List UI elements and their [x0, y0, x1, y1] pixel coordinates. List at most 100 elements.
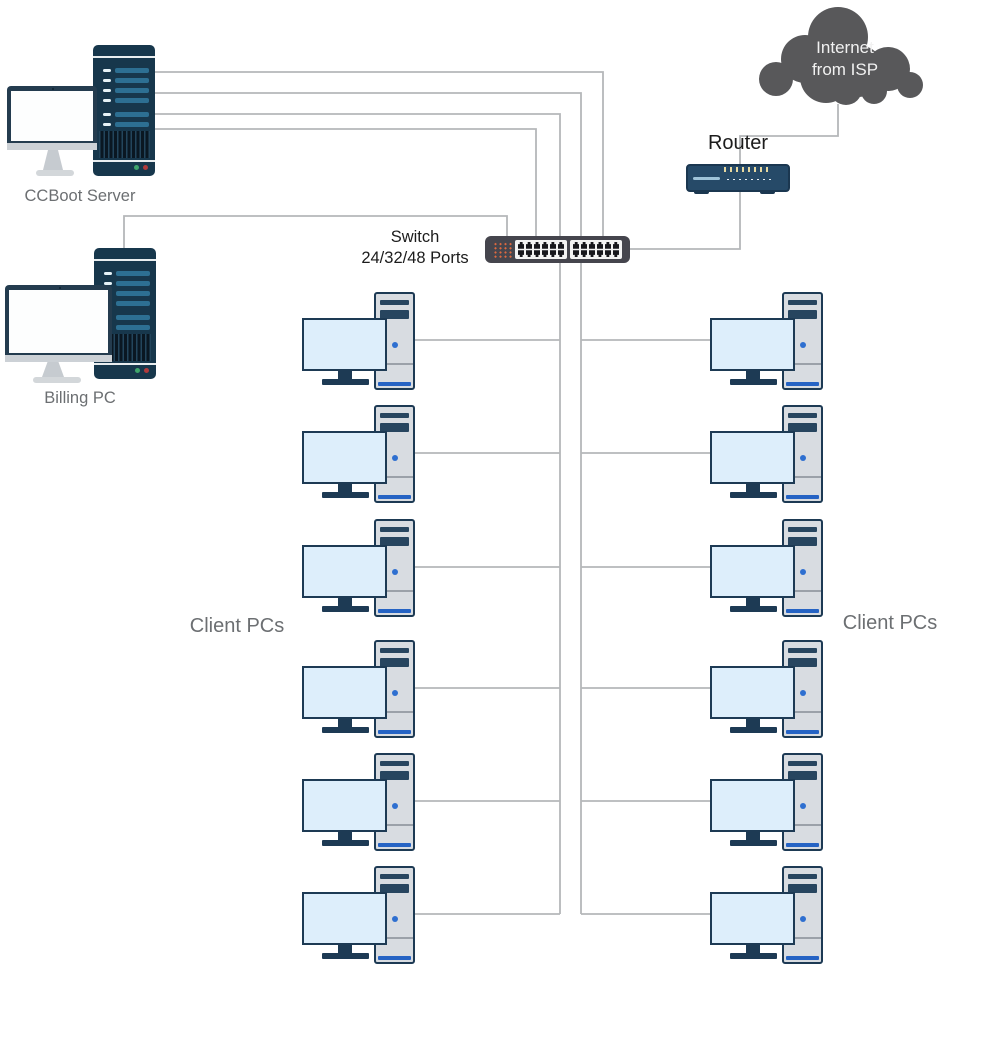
ethernet-port [596, 250, 604, 257]
ethernet-port [525, 242, 533, 249]
tower-drive-bay [380, 423, 409, 432]
pc-monitor [302, 779, 387, 832]
client-pc-right-5 [708, 753, 828, 858]
pc-monitor [710, 666, 795, 719]
tower-seam [376, 363, 413, 365]
monitor-stand [338, 598, 352, 607]
red-led [143, 165, 148, 170]
tower-seam [376, 476, 413, 478]
power-button [391, 803, 398, 809]
switch-label-line2: 24/32/48 Ports [361, 249, 469, 267]
router-led-row [725, 178, 771, 181]
power-button [391, 690, 398, 696]
tower-divider [93, 160, 155, 162]
monitor-stand [43, 150, 63, 170]
monitor-stand [746, 371, 760, 380]
monitor-base [730, 492, 777, 498]
tower-accent-strip [378, 609, 411, 613]
ccboot-server-label: CCBoot Server [24, 187, 136, 205]
monitor-chin [7, 143, 97, 150]
client-pc-right-3 [708, 519, 828, 624]
monitor-stand [746, 598, 760, 607]
cloud-bump [897, 72, 923, 98]
tower-seam [376, 590, 413, 592]
drive-bay-row [103, 98, 149, 103]
pc-monitor [302, 431, 387, 484]
drive-bay-row [104, 271, 150, 276]
router-label: Router [707, 132, 769, 154]
bay-dash [103, 89, 111, 92]
monitor-stand [746, 719, 760, 728]
router-port-row [724, 167, 772, 172]
client-pc-left-6 [300, 866, 420, 971]
tower-seam [784, 590, 821, 592]
ethernet-port [580, 242, 588, 249]
tower-drive-bay [788, 874, 817, 879]
tower-divider [93, 56, 155, 58]
bay-bar [115, 98, 149, 103]
bay-bar [115, 112, 149, 117]
connection-wire [155, 71, 604, 237]
client-pc-right-6 [708, 866, 828, 971]
monitor-stand [338, 719, 352, 728]
ethernet-port [549, 250, 557, 257]
connection-wire [629, 192, 741, 250]
drive-bay-row [103, 78, 149, 83]
monitor-base [36, 170, 74, 176]
monitor-base [730, 727, 777, 733]
drive-bay-row [104, 281, 150, 286]
connection-wire [155, 92, 582, 914]
tower-accent-strip [378, 730, 411, 734]
pc-monitor [302, 545, 387, 598]
client-pcs-left-label: Client PCs [189, 615, 285, 637]
bay-dash [103, 69, 111, 72]
bay-bar [115, 122, 149, 127]
monitor-base [322, 606, 369, 612]
switch-led-grid [493, 242, 512, 258]
monitor-base [322, 379, 369, 385]
tower-accent-strip [378, 956, 411, 960]
client-pc-left-4 [300, 640, 420, 745]
monitor-base [730, 606, 777, 612]
bay-bar [116, 291, 150, 296]
tower-drive-bay [380, 761, 409, 766]
monitor-base [322, 492, 369, 498]
monitor-base [322, 953, 369, 959]
cloud-label-line1: Internet [816, 38, 874, 57]
green-led [134, 165, 139, 170]
tower-drive-bay [788, 423, 817, 432]
tower-drive-bay [788, 537, 817, 546]
tower-seam [784, 937, 821, 939]
ethernet-port [604, 250, 612, 257]
tower-accent-strip [378, 382, 411, 386]
ethernet-port [612, 250, 619, 257]
tower-accent-strip [378, 843, 411, 847]
server-vent [99, 131, 150, 158]
internet-cloud: Internet from ISP [759, 5, 930, 110]
server-leds [134, 165, 148, 170]
switch-label-line1: Switch [390, 228, 440, 246]
tower-drive-bay [380, 874, 409, 879]
pc-tower [782, 866, 823, 964]
tower-accent-strip [786, 956, 819, 960]
power-button [799, 803, 806, 809]
pc-monitor [710, 779, 795, 832]
monitor-stand [338, 832, 352, 841]
monitor-base [730, 840, 777, 846]
ethernet-port [541, 242, 549, 249]
tower-drive-bay [380, 300, 409, 305]
tower-accent-strip [786, 382, 819, 386]
tower-seam [784, 476, 821, 478]
cloud-bump [830, 73, 862, 105]
tower-drive-bay [380, 537, 409, 546]
pc-monitor [710, 892, 795, 945]
monitor-stand [338, 484, 352, 493]
power-button [391, 569, 398, 575]
monitor-base [730, 379, 777, 385]
tower-divider [94, 259, 156, 261]
pc-monitor [710, 545, 795, 598]
bay-bar [116, 315, 150, 320]
router-slot [693, 177, 720, 180]
